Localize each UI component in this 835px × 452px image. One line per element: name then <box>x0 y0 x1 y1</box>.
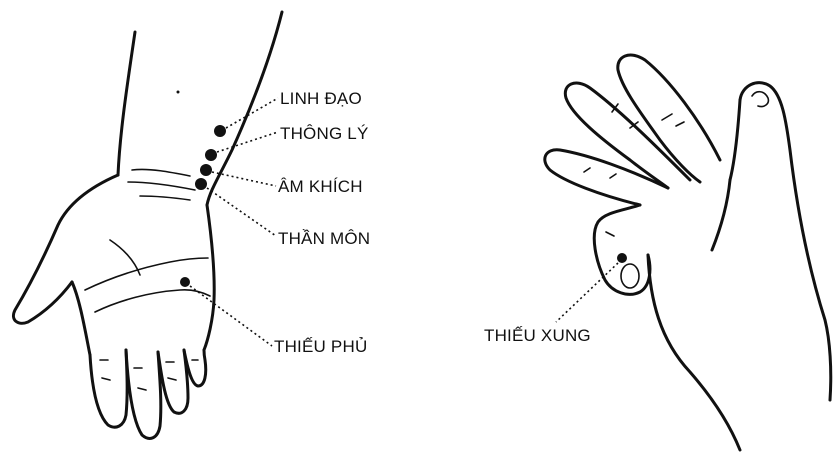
right-leader-line <box>556 263 618 322</box>
label-thong-ly: THÔNG LÝ <box>280 124 369 143</box>
am-khich-marker <box>200 164 212 176</box>
label-thieu-phu: THIẾU PHỦ <box>274 337 367 356</box>
left-acupoint-markers <box>180 125 226 287</box>
right-hand-illustration <box>545 55 831 450</box>
linh-dao-marker <box>214 125 226 137</box>
left-hand-illustration <box>13 12 282 438</box>
label-than-mon: THẦN MÔN <box>278 229 370 248</box>
label-am-khich: ÂM KHÍCH <box>278 177 363 196</box>
label-thieu-xung: THIẾU XUNG <box>484 326 591 345</box>
label-linh-dao: LINH ĐẠO <box>280 89 362 108</box>
thieu-phu-marker <box>180 277 190 287</box>
than-mon-marker <box>195 178 207 190</box>
thong-ly-marker <box>205 149 217 161</box>
left-leader-lines <box>190 98 278 346</box>
thieu-xung-marker <box>617 253 627 263</box>
